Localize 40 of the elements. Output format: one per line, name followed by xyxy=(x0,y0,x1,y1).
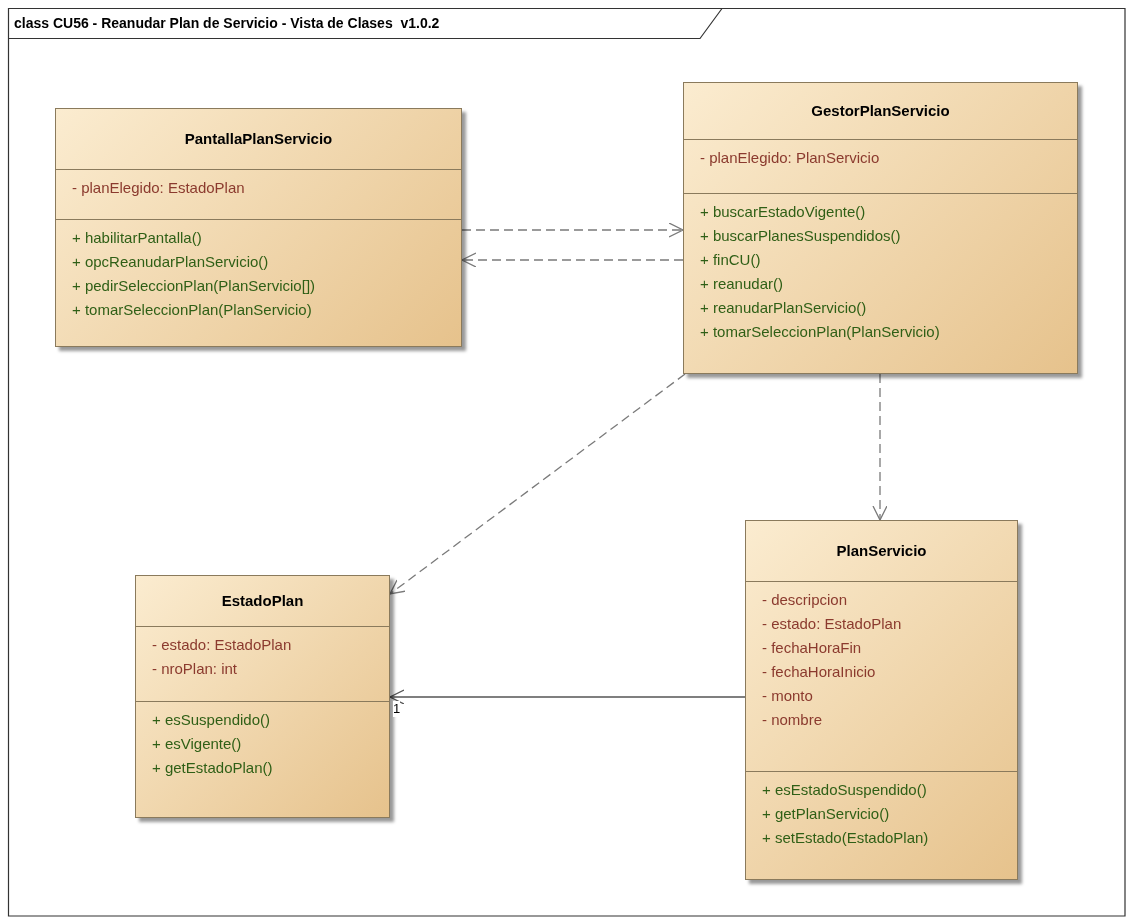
method-text: + tomarSeleccionPlan(PlanServicio) xyxy=(72,300,313,320)
class-name: PlanServicio xyxy=(836,540,927,561)
attribute-text: - nroPlan: int xyxy=(152,659,239,679)
method-text: + esSuspendido() xyxy=(152,710,271,730)
class-box xyxy=(683,82,1078,374)
dependency-arrow xyxy=(389,373,686,595)
method-text: + tomarSeleccionPlan(PlanServicio) xyxy=(700,322,941,342)
method-text: + pedirSeleccionPlan(PlanServicio[]) xyxy=(72,276,317,296)
class-box xyxy=(55,108,462,347)
attribute-text: - estado: EstadoPlan xyxy=(762,614,903,634)
dependency-arrow xyxy=(872,373,888,521)
method-text: + buscarEstadoVigente() xyxy=(700,202,867,222)
method-text: + getPlanServicio() xyxy=(762,804,891,824)
method-text: + setEstado(EstadoPlan) xyxy=(762,828,930,848)
method-text: + opcReanudarPlanServicio() xyxy=(72,252,270,272)
attribute-text: - planElegido: EstadoPlan xyxy=(72,178,246,198)
method-text: + esEstadoSuspendido() xyxy=(762,780,928,800)
class-box xyxy=(135,575,390,818)
method-text: + getEstadoPlan() xyxy=(152,758,274,778)
attribute-text: - fechaHoraFin xyxy=(762,638,863,658)
attribute-text: - descripcion xyxy=(762,590,849,610)
method-text: + esVigente() xyxy=(152,734,243,754)
diagram-title: class CU56 - Reanudar Plan de Servicio - Vista de Clases v1.0.2 xyxy=(14,14,440,33)
class-name: PantallaPlanServicio xyxy=(184,128,333,149)
method-text: + finCU() xyxy=(700,250,762,270)
class-box xyxy=(745,520,1018,880)
attribute-text: - planElegido: PlanServicio xyxy=(700,148,881,168)
attribute-text: - estado: EstadoPlan xyxy=(152,635,293,655)
class-name: GestorPlanServicio xyxy=(811,100,950,121)
method-text: + habilitarPantalla() xyxy=(72,228,203,248)
method-text: + buscarPlanesSuspendidos() xyxy=(700,226,902,246)
class-name: EstadoPlan xyxy=(221,590,304,611)
dependency-arrow xyxy=(461,222,684,238)
method-text: + reanudarPlanServicio() xyxy=(700,298,868,318)
association-arrow xyxy=(389,689,746,705)
attribute-text: - nombre xyxy=(762,710,824,730)
attribute-text: - monto xyxy=(762,686,814,706)
dependency-arrow xyxy=(461,252,684,268)
attribute-text: - fechaHoraInicio xyxy=(762,662,877,682)
method-text: + reanudar() xyxy=(700,274,784,294)
